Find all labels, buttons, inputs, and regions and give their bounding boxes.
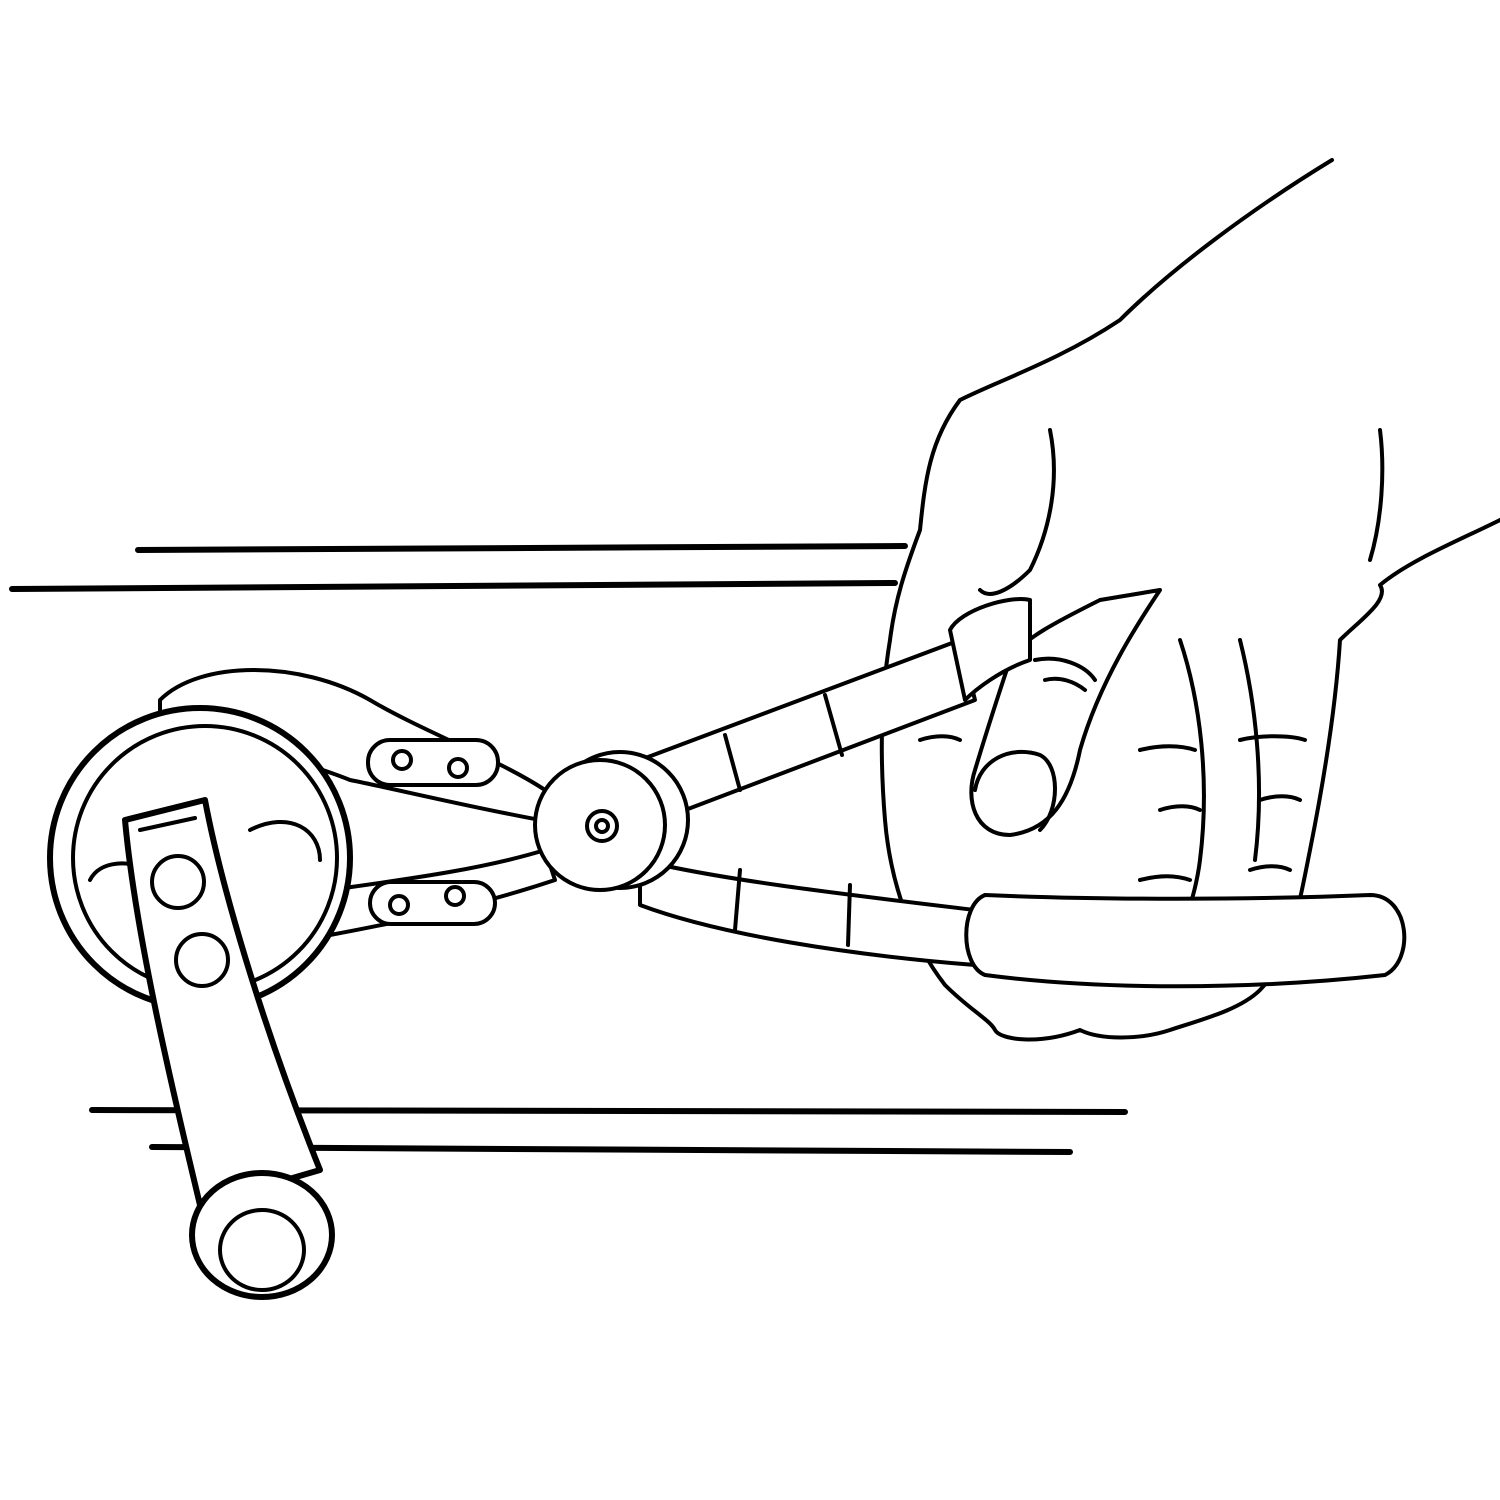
thumbnail [973,749,1057,832]
finger-crease [978,428,1056,596]
window-crank [47,705,353,1300]
upper-handle-bands [723,693,844,792]
upper-jaw-plate [366,738,500,787]
hand-wrist-line [1368,428,1385,562]
upper-handle-grip [948,597,1032,702]
rivet [447,757,469,779]
knuckle-creases [918,734,1307,882]
pivot-screw [585,809,619,843]
pivot-screw-center [594,818,610,834]
rivet [391,749,413,771]
crank-arm-edge [138,816,197,832]
pivot-hub [533,758,667,892]
rivet [444,885,466,907]
lower-handle-bands [733,868,852,947]
thumb-knuckle-lines [1033,656,1097,692]
crank-removal-tool [158,597,1407,989]
trim-line-upper-1 [135,543,908,553]
crank-hole [174,932,230,988]
lower-handle-grip [964,893,1407,989]
trim-line-upper-2 [9,580,898,592]
crank-hole [150,854,206,910]
rivet [388,894,410,916]
crank-knob-cap [218,1208,306,1292]
